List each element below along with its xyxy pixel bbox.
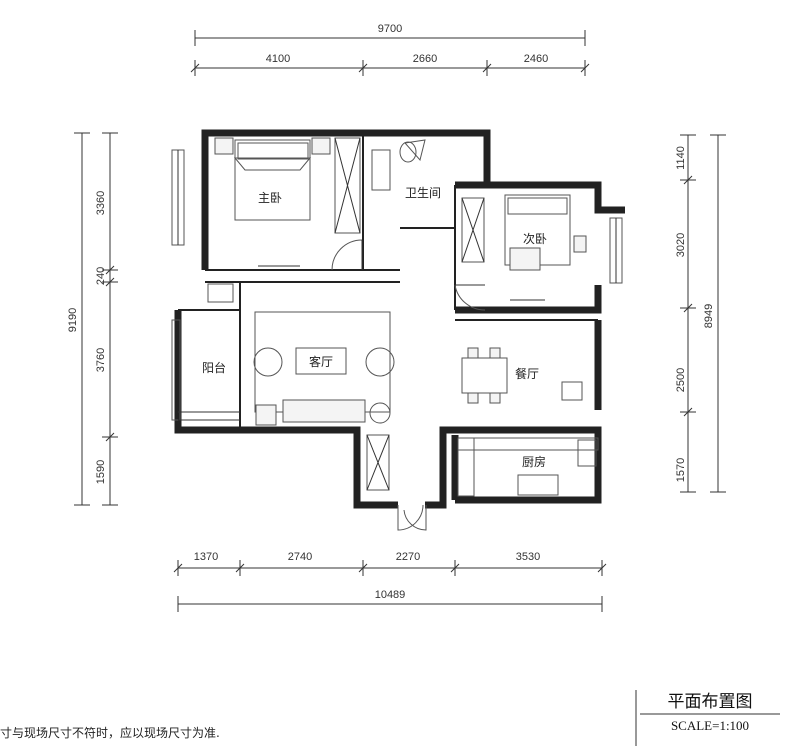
top-dimension-lines bbox=[190, 30, 590, 76]
dim-top-2: 2660 bbox=[413, 53, 437, 65]
dim-right-4: 1570 bbox=[675, 458, 687, 482]
dim-top-3: 2460 bbox=[524, 53, 548, 65]
second-bed bbox=[504, 194, 587, 301]
dim-left-1: 3360 bbox=[95, 191, 107, 215]
bathroom-fixtures bbox=[371, 141, 417, 191]
dim-top-1: 4100 bbox=[266, 53, 290, 65]
dim-bottom-1: 1370 bbox=[194, 551, 218, 563]
dim-bottom-3: 2270 bbox=[396, 551, 420, 563]
dim-left-3: 3760 bbox=[95, 348, 107, 372]
room-label-bathroom: 卫生间 bbox=[405, 186, 441, 200]
dining-table bbox=[461, 347, 583, 404]
footnote: 寸与现场尺寸不符时，应以现场尺寸为准. bbox=[0, 725, 220, 740]
dim-right-1: 1140 bbox=[675, 146, 687, 170]
room-label-dining-room: 餐厅 bbox=[515, 366, 539, 381]
dim-right-3: 2500 bbox=[675, 368, 687, 392]
master-bed bbox=[214, 137, 331, 267]
room-label-balcony: 阳台 bbox=[202, 360, 226, 375]
drawing-scale: SCALE=1:100 bbox=[671, 718, 749, 733]
second-wardrobe bbox=[461, 197, 485, 263]
dim-left-total: 9190 bbox=[67, 308, 79, 332]
dim-right-total: 8949 bbox=[703, 304, 715, 328]
kitchen-counter bbox=[457, 437, 599, 497]
room-label-second-bedroom: 次卧 bbox=[523, 232, 547, 246]
dim-top-total: 9700 bbox=[378, 23, 402, 35]
room-label-kitchen: 厨房 bbox=[522, 454, 546, 469]
dim-bottom-2: 2740 bbox=[288, 551, 312, 563]
drawing-title: 平面布置图 bbox=[668, 692, 753, 712]
exterior-walls bbox=[174, 129, 625, 509]
dim-left-2: 240 bbox=[95, 267, 107, 285]
doors bbox=[331, 139, 486, 531]
master-wardrobe bbox=[334, 137, 361, 234]
dim-bottom-total: 10489 bbox=[375, 589, 406, 601]
dim-right-2: 3020 bbox=[675, 233, 687, 257]
room-label-master-bedroom: 主卧 bbox=[258, 191, 282, 205]
entrance-cabinet bbox=[366, 434, 390, 491]
balcony-fixtures bbox=[207, 283, 234, 303]
room-label-living-room: 客厅 bbox=[309, 354, 333, 369]
left-dimension-lines bbox=[74, 132, 118, 506]
bottom-dimension-lines bbox=[173, 560, 607, 612]
dim-left-4: 1590 bbox=[95, 460, 107, 484]
living-furniture bbox=[253, 311, 395, 426]
dim-bottom-4: 3530 bbox=[516, 551, 540, 563]
interior-walls bbox=[178, 133, 598, 430]
right-dimension-lines bbox=[680, 134, 726, 493]
windows bbox=[171, 149, 623, 421]
